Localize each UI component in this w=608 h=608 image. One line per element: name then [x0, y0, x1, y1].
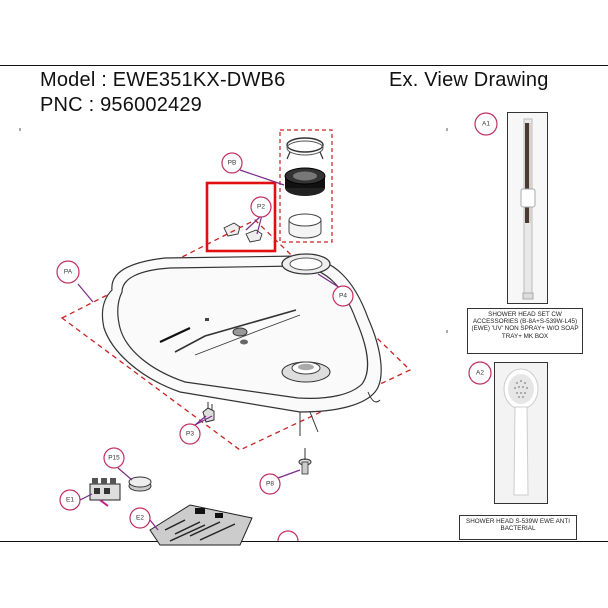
svg-text:PA: PA [64, 269, 73, 276]
svg-text:P2: P2 [257, 204, 265, 211]
svg-text:P15: P15 [108, 455, 120, 462]
callout-p15: P15 [103, 447, 125, 469]
svg-text:PB: PB [228, 160, 237, 167]
model-line: Model : EWE351KX-DWB6 [40, 69, 286, 91]
callout-e2: E2 [129, 507, 151, 529]
shower-rail-image [520, 118, 536, 300]
svg-text:P3: P3 [186, 431, 194, 438]
callout-p3: P3 [179, 423, 201, 445]
view-title: Ex. View Drawing [389, 69, 549, 91]
callout-partial-bottom [277, 530, 299, 542]
p3-bracket-part [202, 402, 215, 423]
e1-connector-part [89, 478, 121, 507]
svg-text:P8: P8 [266, 481, 274, 488]
callout-pb: PB [221, 152, 243, 174]
pb-knob-part [284, 167, 326, 196]
p2-highlight-box [205, 181, 277, 253]
e2-circuit-board-part [149, 504, 253, 546]
svg-text:A2: A2 [476, 370, 484, 377]
callout-a2: A2 [468, 361, 492, 385]
pb-cap-part [288, 213, 322, 239]
shower-head-image [503, 368, 539, 496]
callout-p2: P2 [250, 196, 272, 218]
svg-text:P4: P4 [339, 293, 347, 300]
p4-ring-part [281, 253, 331, 275]
main-panel-part [101, 255, 382, 436]
callout-e1: E1 [59, 489, 81, 511]
p8-screw-part [298, 448, 312, 475]
callout-p8: P8 [259, 473, 281, 495]
p2-clip-part-right [245, 229, 263, 243]
a1-caption: SHOWER HEAD SET CW ACCESSORIES (B-8A+S-5… [467, 308, 583, 354]
pb-group-box [279, 129, 333, 243]
svg-text:E1: E1 [66, 497, 74, 504]
callout-pa: PA [56, 260, 80, 284]
svg-text:E2: E2 [136, 515, 144, 522]
panel-knob-seat [281, 361, 331, 383]
p15-cap-part [128, 476, 152, 492]
callout-a1: A1 [474, 112, 498, 136]
panel-center-hole [232, 327, 248, 345]
p2-clip-part-left [223, 222, 241, 237]
top-border-line [0, 65, 608, 66]
panel-small-screw [205, 318, 209, 321]
callout-leader-lines [77, 169, 341, 531]
pb-ring-part [286, 137, 324, 160]
svg-text:A1: A1 [482, 121, 490, 128]
bottom-border-line [0, 541, 608, 542]
pa-dashed-outline [60, 219, 412, 451]
a1-photo-card [507, 112, 548, 304]
pnc-line: PNC : 956002429 [40, 94, 203, 116]
a2-photo-card [494, 362, 548, 504]
a2-caption: SHOWER HEAD S-539W EWE ANTI BACTERIAL [459, 515, 577, 540]
callout-p4: P4 [332, 285, 354, 307]
